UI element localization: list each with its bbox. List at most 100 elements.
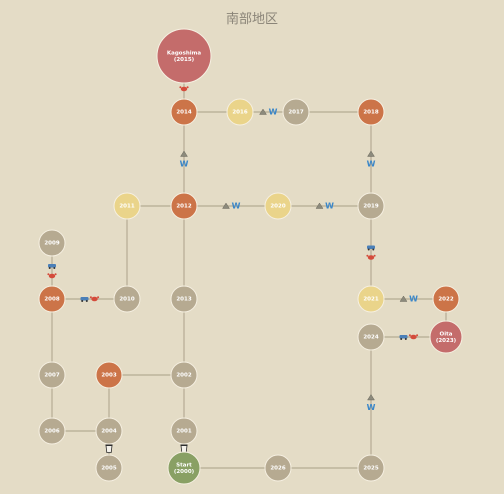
node-circle — [170, 417, 198, 445]
w-letter-icon: W — [409, 295, 418, 304]
page-title: 南部地区 — [225, 12, 278, 27]
mountain-w-icon: W — [259, 108, 278, 117]
car-crab-icon — [47, 264, 57, 279]
node-n2007[interactable]: 2007 — [38, 361, 66, 389]
mountain-icon — [222, 202, 230, 209]
car-crab-icon — [366, 245, 376, 260]
w-letter-icon: W — [367, 160, 376, 169]
mountain-icon — [367, 150, 375, 157]
mountain-w-icon: W — [367, 394, 376, 412]
node-circle — [113, 192, 141, 220]
node-circle — [38, 285, 66, 313]
mountain-w-icon: W — [315, 202, 334, 211]
node-label: 2011 — [119, 204, 134, 210]
mountain-icon — [259, 108, 267, 115]
node-circle — [432, 285, 460, 313]
mountain-w-icon: W — [222, 202, 241, 211]
node-n2010[interactable]: 2010 — [113, 285, 141, 313]
node-label: 2017 — [288, 110, 303, 116]
node-label: 2016 — [232, 110, 247, 116]
crab-icon — [410, 334, 417, 340]
crab-icon — [367, 255, 375, 260]
node-circle — [113, 285, 141, 313]
w-letter-icon: W — [367, 403, 376, 412]
node-label: 2012 — [176, 204, 191, 210]
node-label: Kagoshima — [167, 50, 201, 56]
node-circle — [38, 229, 66, 257]
node-n2019[interactable]: 2019 — [357, 192, 385, 220]
node-n2004[interactable]: 2004 — [95, 417, 123, 445]
node-n2024[interactable]: 2024 — [357, 323, 385, 351]
node-circle — [226, 98, 254, 126]
node-n2016[interactable]: 2016 — [226, 98, 254, 126]
node-circle — [357, 285, 385, 313]
mountain-icon — [315, 202, 324, 209]
node-n2008[interactable]: 2008 — [38, 285, 66, 313]
mountain-icon — [399, 295, 408, 302]
w-letter-icon: W — [232, 202, 241, 211]
car-icon — [48, 264, 56, 268]
node-label: (2000) — [174, 469, 195, 475]
node-n2014[interactable]: 2014 — [170, 98, 198, 126]
node-circle — [282, 98, 310, 126]
w-letter-icon: W — [269, 108, 278, 117]
node-n2026[interactable]: 2026 — [264, 454, 292, 482]
node-n2025[interactable]: 2025 — [357, 454, 385, 482]
node-n2011[interactable]: 2011 — [113, 192, 141, 220]
node-circle — [38, 417, 66, 445]
node-n2018[interactable]: 2018 — [357, 98, 385, 126]
node-circle — [156, 28, 212, 84]
node-circle — [170, 361, 198, 389]
node-label: 2009 — [44, 241, 59, 247]
node-circle — [357, 98, 385, 126]
node-circle — [38, 361, 66, 389]
crab-icon — [48, 273, 56, 279]
node-label: 2006 — [44, 429, 59, 435]
node-n2002[interactable]: 2002 — [170, 361, 198, 389]
node-n2020[interactable]: 2020 — [264, 192, 292, 220]
node-circle — [357, 454, 385, 482]
node-circle — [95, 361, 123, 389]
node-kagoshima[interactable]: Kagoshima(2015) — [156, 28, 212, 84]
crab-icon — [91, 296, 98, 302]
node-n2022[interactable]: 2022 — [432, 285, 460, 313]
node-start[interactable]: Start(2000) — [167, 451, 201, 485]
node-n2021[interactable]: 2021 — [357, 285, 385, 313]
node-label: 2025 — [363, 466, 378, 472]
node-label: 2007 — [44, 373, 59, 379]
node-oita[interactable]: Oita(2023) — [429, 320, 463, 354]
node-label: 2019 — [363, 204, 378, 210]
node-n2001[interactable]: 2001 — [170, 417, 198, 445]
node-circle — [170, 192, 198, 220]
mountain-icon — [367, 394, 375, 401]
node-circle — [170, 285, 198, 313]
node-circle — [167, 451, 201, 485]
node-n2013[interactable]: 2013 — [170, 285, 198, 313]
node-label: (2023) — [436, 338, 457, 344]
mountain-w-icon: W — [399, 295, 418, 304]
cup-icon — [105, 444, 113, 453]
node-circle — [429, 320, 463, 354]
w-letter-icon: W — [325, 202, 334, 211]
node-n2005[interactable]: 2005 — [95, 454, 123, 482]
node-n2017[interactable]: 2017 — [282, 98, 310, 126]
car-icon — [399, 335, 408, 339]
node-label: Start — [176, 462, 192, 468]
node-n2012[interactable]: 2012 — [170, 192, 198, 220]
node-label: 2018 — [363, 110, 378, 116]
car-crab-icon — [80, 296, 100, 302]
node-n2009[interactable]: 2009 — [38, 229, 66, 257]
node-label: 2002 — [176, 373, 191, 379]
node-circle — [264, 454, 292, 482]
car-icon — [367, 245, 375, 249]
node-n2003[interactable]: 2003 — [95, 361, 123, 389]
mountain-w-icon: W — [180, 150, 189, 169]
cup-icon — [105, 445, 113, 453]
node-label: 2026 — [270, 466, 285, 472]
node-n2006[interactable]: 2006 — [38, 417, 66, 445]
node-label: 2010 — [119, 297, 134, 303]
node-label: 2014 — [176, 110, 191, 116]
car-crab-icon — [399, 334, 419, 340]
